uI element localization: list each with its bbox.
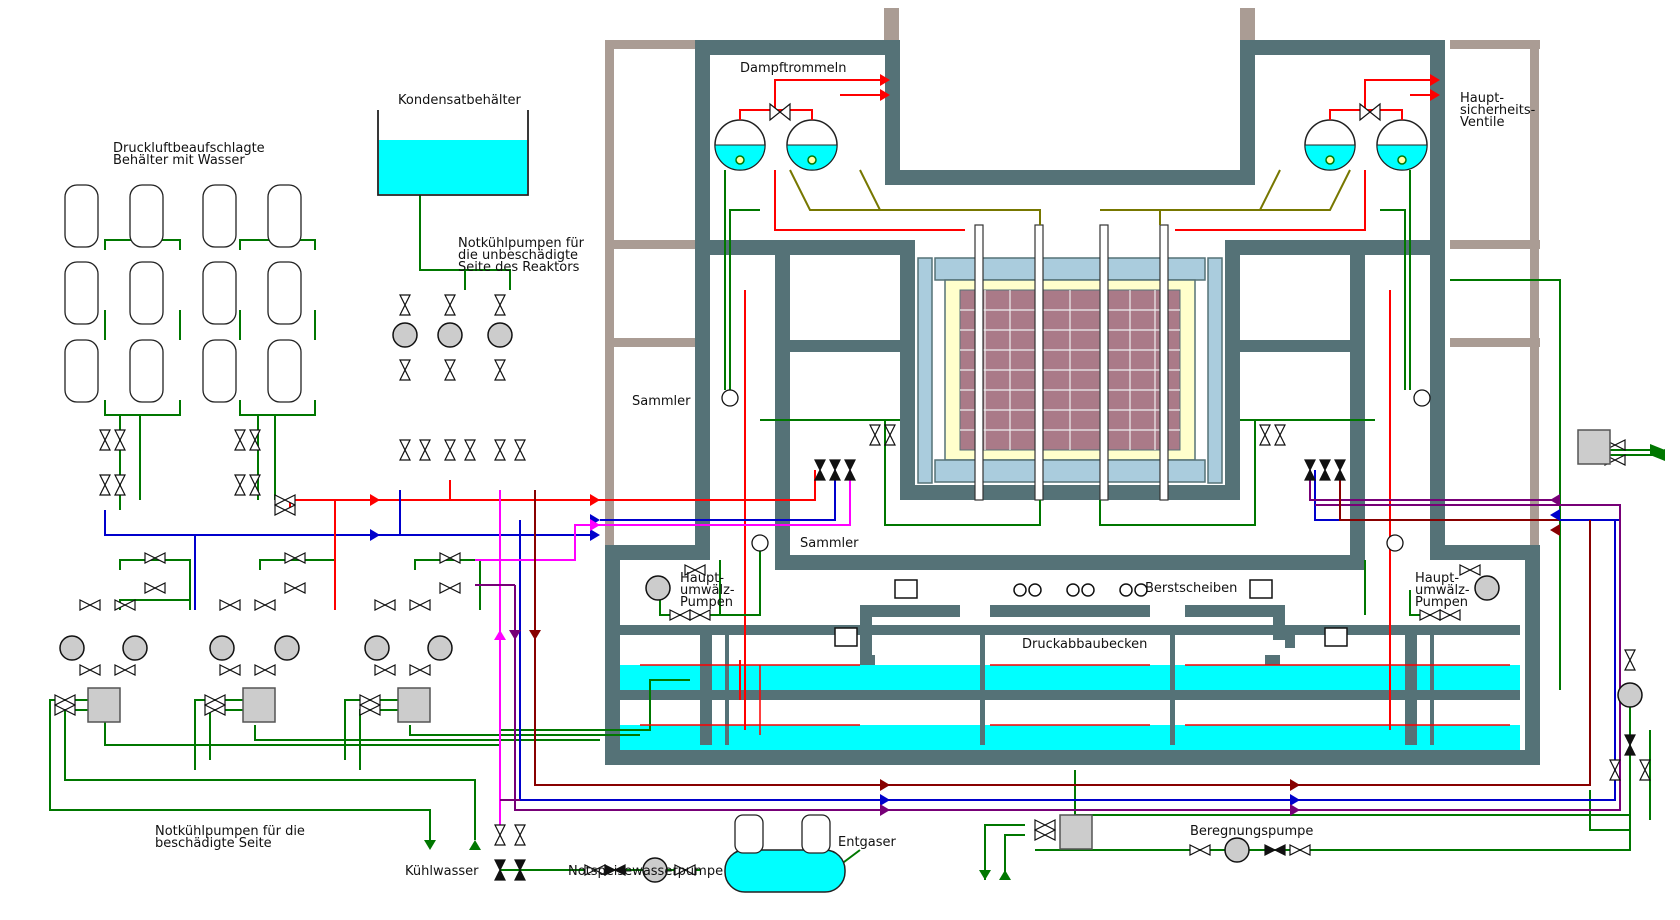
label-hauptumwaelz-left-1: Haupt- (680, 571, 724, 586)
steam-drum-2 (786, 119, 838, 171)
steam-drum-3 (1304, 119, 1356, 171)
valves (54, 102, 1651, 881)
pressurised-tanks (64, 184, 302, 403)
collectors (721, 389, 1431, 552)
label-kuehlwasser: Kühlwasser (405, 864, 479, 879)
steam-drums (714, 119, 1428, 171)
label-sicherheits: sicherheits- (1460, 103, 1536, 118)
label-notkuehl-unbesch-2: die unbeschädigte (458, 248, 578, 263)
label-notkuehl-unbesch-1: Notkühlpumpen für (458, 236, 585, 251)
deaerator (724, 814, 846, 893)
steam-drum-4 (1376, 119, 1428, 171)
label-notkuehl-besch-1: Notkühlpumpen für die (155, 824, 305, 839)
bubbler-headers (640, 664, 1510, 735)
suppression-pools (620, 665, 1520, 750)
label-berstscheiben: Berstscheiben (1145, 581, 1237, 596)
steam-pipes (290, 79, 1430, 730)
label-hauptumwaelz-left-3: Pumpen (680, 595, 733, 610)
label-beregnungspumpe: Beregnungspumpe (1190, 824, 1313, 839)
label-sammler-lower: Sammler (800, 536, 859, 551)
building-roof-structure (605, 8, 1540, 550)
label-notkuehl-unbesch-3: Seite des Reaktors (458, 260, 580, 275)
label-hauptumwaelz-right-2: umwälz- (1415, 583, 1470, 598)
label-sammler-upper: Sammler (632, 394, 691, 409)
rupture-discs (834, 579, 1348, 647)
label-notkuehl-besch-2: beschädigte Seite (155, 836, 272, 851)
magenta-pipes (475, 470, 851, 830)
label-kondensatbehaelter: Kondensatbehälter (398, 93, 522, 108)
labels: Dampftrommeln Haupt- sicherheits- Ventil… (113, 61, 1536, 879)
label-druckluft-2: Behälter mit Wasser (113, 153, 245, 168)
riser-pipes (789, 169, 1351, 225)
label-dampftrommeln: Dampftrommeln (740, 61, 847, 76)
steam-drum-1 (714, 119, 766, 171)
containment-walls (605, 40, 1540, 765)
label-hauptumwaelz-right-1: Haupt- (1415, 571, 1459, 586)
label-druckluft-1: Druckluftbeaufschlagte (113, 141, 265, 156)
graphite-bricks (960, 290, 1180, 450)
label-notspeisewasserpumpe: Notspeisewasserpumpe (568, 864, 723, 879)
label-haupt: Haupt- (1460, 91, 1504, 106)
label-druckabbaubecken: Druckabbaubecken (1022, 637, 1147, 652)
label-ventile: Ventile (1460, 115, 1504, 130)
pumps (59, 322, 1643, 883)
label-hauptumwaelz-right-3: Pumpen (1415, 595, 1468, 610)
arrows (370, 74, 1665, 880)
red-pumpline-pipes (289, 470, 816, 610)
condensate-tank (377, 110, 529, 196)
label-hauptumwaelz-left-2: umwälz- (680, 583, 735, 598)
heat-exchangers (87, 429, 1611, 850)
reactor (917, 224, 1223, 501)
label-entgaser: Entgaser (838, 835, 897, 850)
pool-separators (620, 635, 1520, 745)
